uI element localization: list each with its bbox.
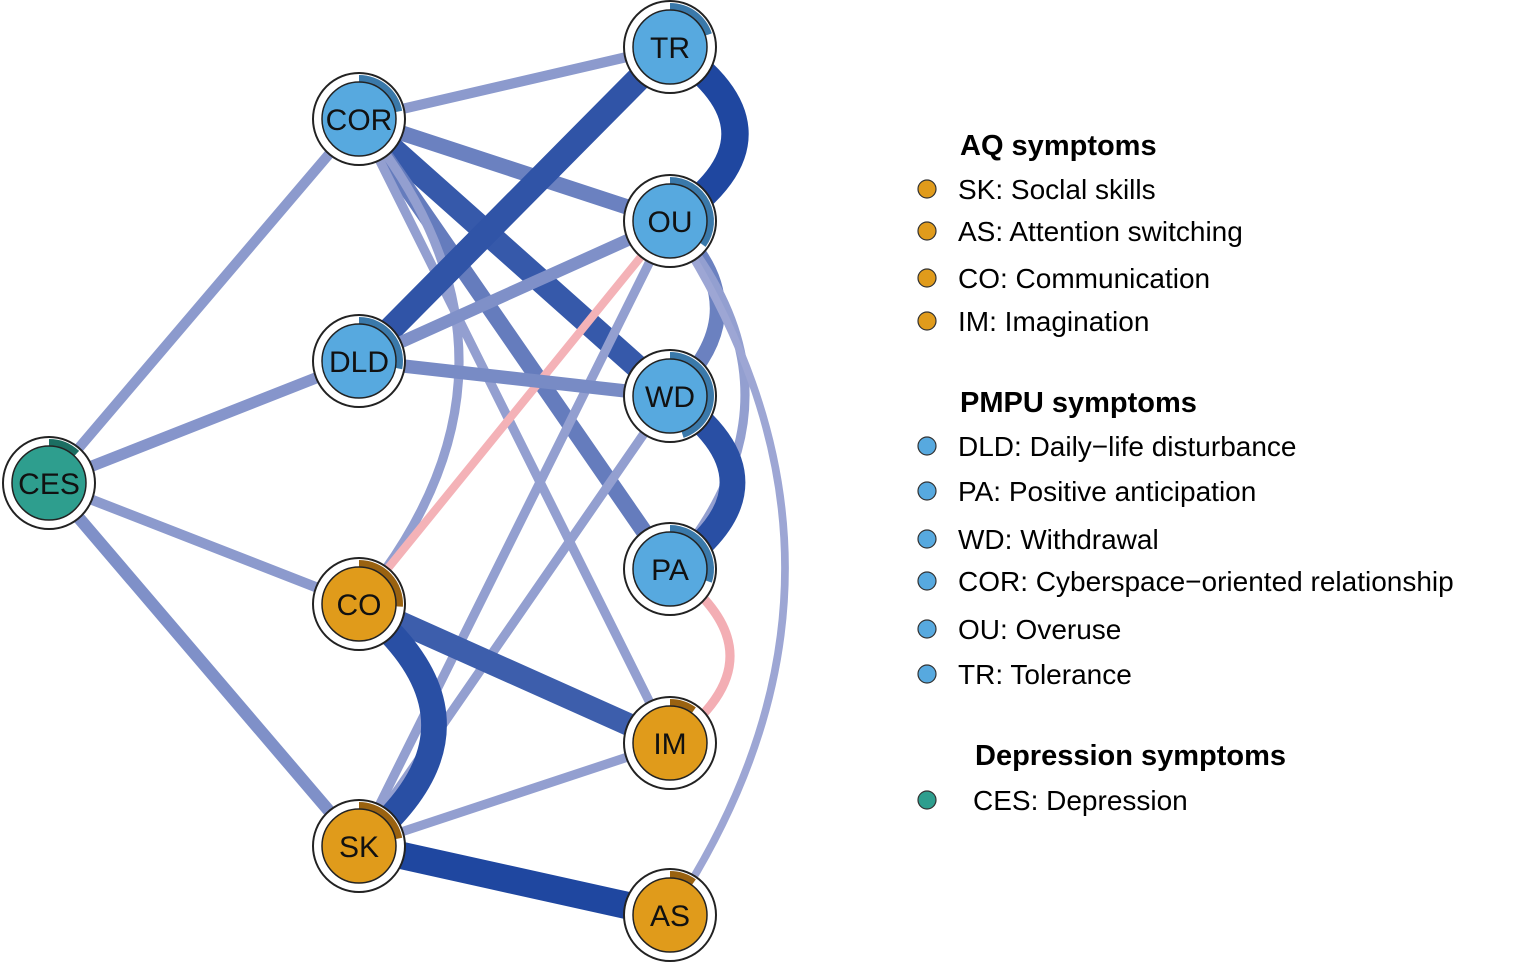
node-co: CO <box>312 557 406 651</box>
node-label: DLD <box>329 346 389 379</box>
node-label: WD <box>645 381 695 414</box>
node-label: CO <box>337 589 382 622</box>
legend-dot <box>917 619 937 639</box>
node-fill <box>632 9 708 85</box>
legend-dot <box>917 481 937 501</box>
legend-item: SK: Soclal skills <box>958 174 1156 205</box>
edge-as-ou <box>666 217 789 919</box>
node-dld: DLD <box>312 314 406 408</box>
predictability-arc <box>359 75 403 113</box>
edge-ces-co <box>43 477 365 610</box>
node-wd: WD <box>623 349 717 443</box>
node-fill <box>321 81 397 157</box>
edge-ou-dld <box>352 214 677 368</box>
edge-dld-ces <box>43 355 365 489</box>
node-fill <box>321 323 397 399</box>
node-as: AS <box>623 868 717 962</box>
legend-dot <box>917 571 937 591</box>
legend-dot <box>917 221 937 241</box>
node-cor: COR <box>312 72 406 166</box>
predictability-arc <box>359 317 403 370</box>
node-tr: TR <box>623 0 717 94</box>
node-fill <box>632 183 708 259</box>
node-fill <box>632 877 708 953</box>
edge-dld-wd <box>352 354 677 403</box>
legend-item: CO: Communication <box>958 263 1210 294</box>
node-label: TR <box>650 32 690 65</box>
node-fill <box>632 531 708 607</box>
legend-dot <box>917 268 937 288</box>
node-fill <box>11 445 87 521</box>
edge-cor-tr <box>353 41 676 125</box>
legend-item: IM: Imagination <box>958 306 1149 337</box>
node-label: SK <box>339 831 379 864</box>
legend-heading: AQ symptoms <box>960 130 1157 162</box>
legend-dot <box>917 790 937 810</box>
node-ou: OU <box>623 174 717 268</box>
node-fill <box>321 808 397 884</box>
edge-cor-wd <box>347 107 682 408</box>
edge-cor-ou <box>351 111 678 229</box>
legend-item: COR: Cyberspace−oriented relationship <box>958 566 1454 597</box>
legend-item: DLD: Daily−life disturbance <box>958 431 1297 462</box>
legend-dot <box>917 436 937 456</box>
node-pa: PA <box>623 522 717 616</box>
legend-item: AS: Attention switching <box>958 216 1243 247</box>
node-fill <box>321 566 397 642</box>
legend-dot <box>917 664 937 684</box>
legend-item: CES: Depression <box>973 785 1188 816</box>
node-im: IM <box>623 696 717 790</box>
legend-item: WD: Withdrawal <box>958 524 1159 555</box>
edge-cor-im <box>354 114 675 748</box>
legend-heading: PMPU symptoms <box>960 387 1197 419</box>
edge-ou-sk <box>354 216 675 851</box>
node-sk: SK <box>312 799 406 893</box>
predictability-arc <box>670 699 696 714</box>
nodes-layer: TR COR OU DLD WD CES PA CO IM SK AS <box>2 0 717 962</box>
legend-item: PA: Positive anticipation <box>958 476 1256 507</box>
edge-sk-as <box>345 832 684 929</box>
edge-ou-co <box>354 216 675 609</box>
legend-heading: Depression symptoms <box>975 740 1286 772</box>
node-label: IM <box>653 728 686 761</box>
edge-tr-dld <box>346 34 683 374</box>
legend-dot <box>917 311 937 331</box>
predictability-arc <box>49 439 80 457</box>
predictability-arc <box>670 177 715 247</box>
node-ces: CES <box>2 436 96 530</box>
predictability-arc <box>359 560 403 607</box>
node-label: AS <box>650 900 690 933</box>
legend-item: TR: Tolerance <box>958 659 1132 690</box>
legend-dot <box>917 529 937 549</box>
edge-ces-sk <box>42 476 366 853</box>
predictability-arc <box>670 871 696 886</box>
predictability-arc <box>359 802 403 840</box>
node-fill <box>632 358 708 434</box>
legend-item: OU: Overuse <box>958 614 1121 645</box>
legend-dot <box>917 179 937 199</box>
predictability-arc <box>670 352 715 438</box>
node-label: CES <box>18 468 80 501</box>
edge-cor-co <box>354 114 464 609</box>
node-label: PA <box>651 554 689 587</box>
edge-cor-ces <box>43 113 365 489</box>
edge-co-im <box>347 592 682 755</box>
predictability-arc <box>670 525 715 583</box>
edge-sk-im <box>354 738 675 851</box>
node-label: OU <box>648 206 693 239</box>
node-label: COR <box>326 104 393 137</box>
node-fill <box>632 705 708 781</box>
